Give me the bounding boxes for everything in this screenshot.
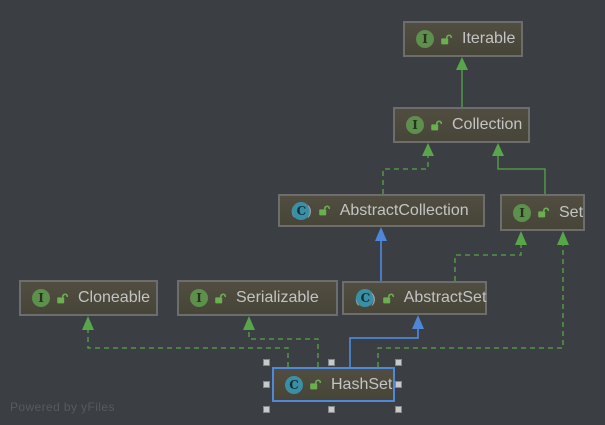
interface-icon: I [416,30,434,48]
class-icon: C [285,375,303,394]
node-label: AbstractSet [403,289,487,306]
node-hashset[interactable]: C HashSet [272,367,395,402]
edge-hashset-implements-cloneable[interactable] [82,316,289,367]
interface-icon: I [513,203,531,222]
edge-collection-extends-iterable[interactable] [456,57,468,107]
node-iterable[interactable]: I Iterable [403,21,523,57]
node-collection[interactable]: I Collection [393,107,530,143]
node-label: Cloneable [78,289,151,306]
public-lock-icon [440,33,453,46]
node-label: HashSet [331,375,393,393]
node-label: Serializable [236,289,319,306]
edge-hashset-extends-abstractset[interactable] [349,315,424,367]
public-lock-icon [214,292,227,305]
public-lock-icon [309,378,322,391]
abstract-class-icon: ( C ) [291,201,312,220]
edge-hashset-implements-set[interactable] [377,231,569,367]
node-label: AbstractCollection [339,201,469,219]
edge-set-extends-collection[interactable] [492,143,546,194]
interface-icon: I [32,289,50,307]
interface-icon: I [406,116,424,134]
selection-handle[interactable] [395,381,402,388]
public-lock-icon [318,204,331,217]
node-set[interactable]: I Set [500,194,585,231]
node-abstractcollection[interactable]: ( C ) AbstractCollection [278,194,485,227]
node-cloneable[interactable]: I Cloneable [19,280,158,316]
edge-abstractset-extends-abstractcollection[interactable] [375,227,387,281]
selection-handle[interactable] [263,381,270,388]
selection-handle[interactable] [263,359,270,366]
selection-handle[interactable] [395,406,402,413]
selection-handle[interactable] [328,406,335,413]
node-abstractset[interactable]: ( C ) AbstractSet [342,281,487,315]
node-serializable[interactable]: I Serializable [177,280,338,316]
node-label: Set [559,203,584,221]
edge-abstractcollection-implements-collection[interactable] [382,143,434,194]
abstract-class-icon: ( C ) [355,289,376,307]
selection-handle[interactable] [328,359,335,366]
public-lock-icon [430,119,443,132]
public-lock-icon [382,292,395,305]
public-lock-icon [56,292,69,305]
edge-abstractset-implements-set[interactable] [454,231,527,281]
edge-hashset-implements-serializable[interactable] [243,316,319,367]
selection-handle[interactable] [395,359,402,366]
interface-icon: I [190,289,208,307]
node-label: Iterable [462,30,516,47]
yfiles-watermark: Powered by yFiles [10,400,115,414]
node-label: Collection [452,116,523,133]
public-lock-icon [537,206,550,219]
selection-handle[interactable] [263,406,270,413]
